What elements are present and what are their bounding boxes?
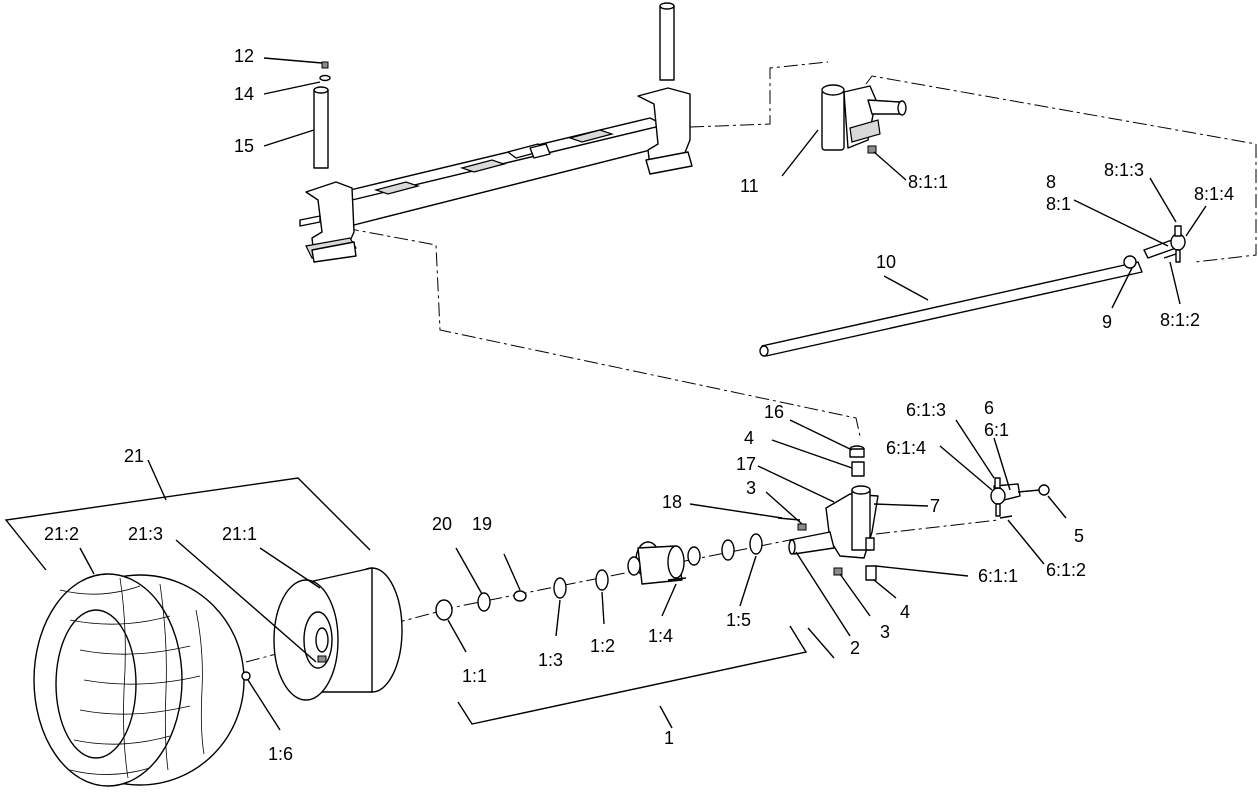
callout-17: 17 <box>736 454 756 474</box>
callout-21-3: 21:3 <box>128 524 163 544</box>
callout-6-1-2: 6:1:2 <box>1046 560 1086 580</box>
callout-12: 12 <box>234 46 254 66</box>
callout-4b: 4 <box>900 602 910 622</box>
callout-4a: 4 <box>744 428 754 448</box>
callout-1: 1 <box>664 728 674 748</box>
callout-8-1-2: 8:1:2 <box>1160 310 1200 330</box>
callout-5: 5 <box>1074 526 1084 546</box>
callout-21-2: 21:2 <box>44 524 79 544</box>
callout-20: 20 <box>432 514 452 534</box>
hub-assembly <box>435 533 763 621</box>
callout-19: 19 <box>472 514 492 534</box>
callout-10: 10 <box>876 252 896 272</box>
callout-2: 2 <box>850 638 860 658</box>
callout-1-4: 1:4 <box>648 626 673 646</box>
callout-14: 14 <box>234 84 254 104</box>
tie-rod <box>759 225 1186 357</box>
callout-8-1-4: 8:1:4 <box>1194 184 1234 204</box>
wheel-rim <box>273 567 403 701</box>
steering-spindle-upper <box>821 84 907 154</box>
callout-labels: 12 14 15 11 8:1:1 8 8:1 8:1:3 8:1:4 10 9… <box>44 46 1234 764</box>
callout-3a: 3 <box>746 478 756 498</box>
callout-6-1-3: 6:1:3 <box>906 400 946 420</box>
callout-1-6: 1:6 <box>268 744 293 764</box>
callout-3b: 3 <box>880 622 890 642</box>
callout-9: 9 <box>1102 312 1112 332</box>
callout-21: 21 <box>124 446 144 466</box>
callout-1-3: 1:3 <box>538 650 563 670</box>
callout-1-2: 1:2 <box>590 636 615 656</box>
callout-1-1: 1:1 <box>462 666 487 686</box>
callout-6: 6 <box>984 398 994 418</box>
callout-7: 7 <box>930 496 940 516</box>
tire <box>33 573 251 787</box>
front-axle-beam <box>299 2 693 263</box>
callout-8-1-3: 8:1:3 <box>1104 160 1144 180</box>
callout-15: 15 <box>234 136 254 156</box>
callout-16: 16 <box>764 402 784 422</box>
callout-8-1: 8:1 <box>1046 194 1071 214</box>
callout-11: 11 <box>740 176 759 196</box>
callout-8: 8 <box>1046 172 1056 192</box>
callout-6-1-4: 6:1:4 <box>886 438 926 458</box>
callout-8-1-1: 8:1:1 <box>908 172 948 192</box>
callout-1-5: 1:5 <box>726 610 751 630</box>
callout-18: 18 <box>662 492 682 512</box>
callout-21-1: 21:1 <box>222 524 257 544</box>
leader-lines <box>4 57 1207 731</box>
callout-6-1-1: 6:1:1 <box>978 566 1018 586</box>
callout-6-1: 6:1 <box>984 420 1009 440</box>
steering-spindle-lower <box>777 445 1050 581</box>
